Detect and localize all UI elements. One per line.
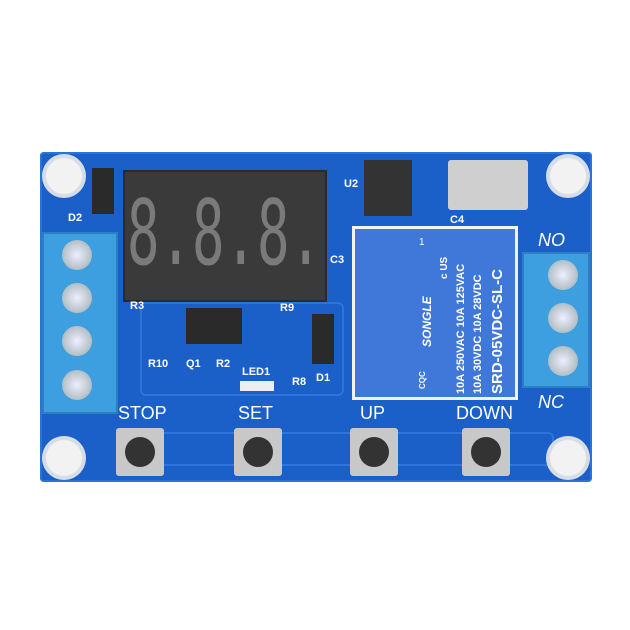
- mounting-hole: [550, 158, 586, 194]
- diode-d2: [92, 168, 114, 214]
- label-r2: R2: [216, 358, 231, 370]
- screw-icon[interactable]: [62, 370, 92, 400]
- label-q1: Q1: [186, 358, 201, 370]
- screw-icon[interactable]: [548, 346, 578, 376]
- label-r8: R8: [292, 376, 307, 388]
- relay-cert: c US: [439, 256, 450, 279]
- set-button[interactable]: [234, 428, 282, 476]
- label-c4: C4: [450, 214, 465, 226]
- mounting-hole: [46, 158, 82, 194]
- relay-brand: SONGLE: [420, 296, 434, 347]
- screw-icon[interactable]: [548, 260, 578, 290]
- diode-d1: [312, 314, 334, 364]
- relay-rating-ac: 10A 250VAC 10A 125VAC: [455, 263, 467, 394]
- label-d1: D1: [316, 372, 331, 384]
- label-up: UP: [360, 403, 386, 423]
- up-button[interactable]: [350, 428, 398, 476]
- label-r3: R3: [130, 300, 145, 312]
- screw-icon[interactable]: [62, 240, 92, 270]
- screw-icon[interactable]: [62, 326, 92, 356]
- display-digits: 8.8.8.: [127, 181, 323, 286]
- label-r10: R10: [148, 358, 169, 370]
- relay-model: SRD-05VDC-SL-C: [489, 268, 506, 394]
- label-r9: R9: [280, 302, 295, 314]
- label-u2: U2: [344, 178, 359, 190]
- optocoupler: [186, 308, 242, 344]
- relay: SONGLE c US 10A 250VAC 10A 125VAC 10A 30…: [352, 226, 518, 400]
- micro-usb-port[interactable]: [448, 160, 528, 210]
- down-button[interactable]: [462, 428, 510, 476]
- label-set: SET: [238, 403, 274, 423]
- regulator-u2: [364, 160, 412, 216]
- label-c3: C3: [330, 254, 345, 266]
- screw-icon[interactable]: [548, 303, 578, 333]
- screw-icon[interactable]: [62, 283, 92, 313]
- seven-segment-display: 8.8.8.: [123, 170, 327, 302]
- relay-pin-number: 1: [419, 237, 425, 248]
- relay-cqc-mark: CQC: [418, 371, 427, 389]
- label-d2: D2: [68, 212, 83, 224]
- label-no: NO: [538, 230, 565, 250]
- label-down: DOWN: [456, 403, 513, 423]
- stop-button[interactable]: [116, 428, 164, 476]
- label-stop: STOP: [118, 403, 167, 423]
- trace: [140, 302, 344, 396]
- relay-rating-dc: 10A 30VDC 10A 28VDC: [472, 274, 484, 394]
- label-nc: NC: [538, 392, 564, 412]
- mounting-hole: [550, 440, 586, 476]
- mounting-hole: [46, 440, 82, 476]
- led-indicator: [240, 381, 274, 391]
- label-led1: LED1: [242, 366, 271, 378]
